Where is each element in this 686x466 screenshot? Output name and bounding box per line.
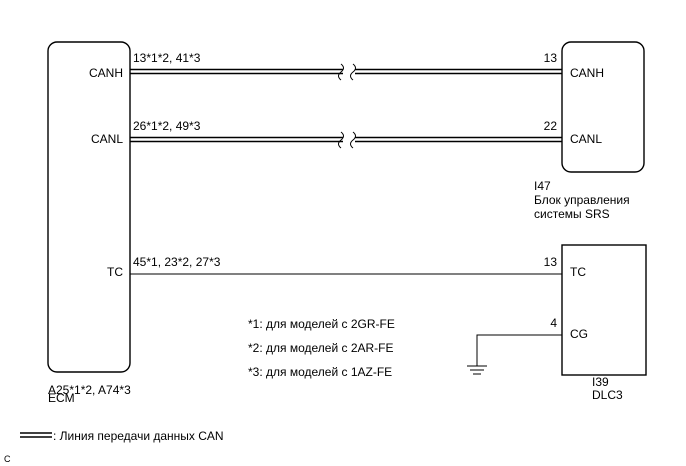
ecm-connector-label: A25*1*2, A74*3 [48, 383, 131, 397]
dlc3-name: DLC3 [592, 388, 623, 402]
srs-name-line2: системы SRS [534, 207, 610, 221]
ecm-pin-canl-label: CANL [91, 132, 123, 146]
ecm-box [47, 41, 131, 373]
ecm-name: ECM [48, 391, 75, 405]
srs-name-line1: Блок управления [534, 193, 630, 207]
cg-wire [476, 334, 562, 366]
srs-box [561, 41, 645, 173]
canh-bus [130, 63, 562, 81]
canl-ecm-pin-numbers: 26*1*2, 49*3 [133, 119, 201, 133]
canl-srs-pin-number: 22 [544, 119, 558, 133]
ecm-pin-canh-label: CANH [89, 66, 123, 80]
legend-can-line-symbol [20, 432, 52, 438]
legend-can-line-text: : Линия передачи данных CAN [53, 429, 224, 443]
note-1: *1: для моделей с 2GR-FE [248, 317, 395, 331]
note-2: *2: для моделей с 2AR-FE [248, 341, 394, 355]
note-3: *3: для моделей с 1AZ-FE [248, 365, 392, 379]
tc-ecm-pin-numbers: 45*1, 23*2, 27*3 [133, 255, 221, 269]
srs-pin-canl-label: CANL [570, 132, 602, 146]
ecm-pin-tc-label: TC [107, 265, 123, 279]
ground-icon [467, 365, 487, 375]
dlc3-pin-cg-label: CG [570, 327, 588, 341]
corner-mark: C [4, 454, 11, 464]
canh-ecm-pin-numbers: 13*1*2, 41*3 [133, 51, 201, 65]
srs-pin-canh-label: CANH [570, 66, 604, 80]
srs-connector: I47 [534, 179, 551, 193]
cg-dlc-pin-number: 4 [550, 316, 557, 330]
canl-bus [130, 131, 562, 149]
dlc3-box [561, 244, 647, 376]
canh-srs-pin-number: 13 [544, 51, 558, 65]
tc-dlc-pin-number: 13 [544, 255, 558, 269]
dlc3-connector: I39 [592, 375, 609, 389]
dlc3-pin-tc-label: TC [570, 265, 586, 279]
